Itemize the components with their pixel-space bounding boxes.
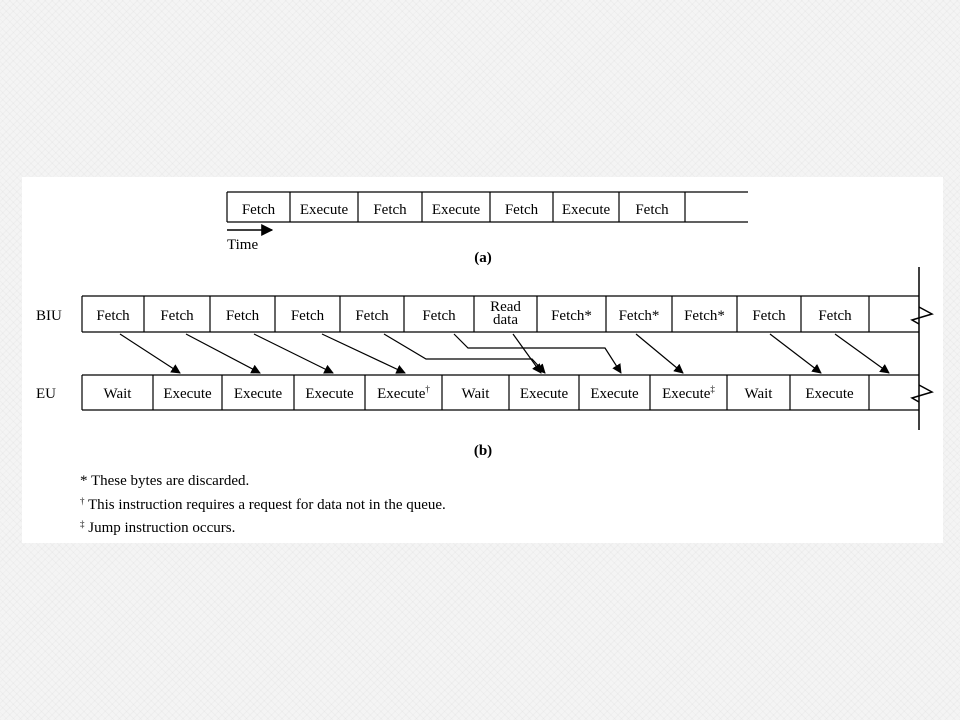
sequential-timeline: Fetch Execute Fetch Execute Fetch Execute Fetc… [226,191,748,223]
queue-transfer-arrow [383,333,546,374]
eu-break-mark [910,384,934,403]
a-cell-fetch: Fetch [373,202,407,218]
biu-cell-fetch: Fetch [291,308,325,324]
eu-cell-execute: Execute [305,386,354,402]
a-cell-fetch: Fetch [635,202,669,218]
queue-transfer-arrow [635,333,684,374]
queue-transfer-arrow [321,333,406,374]
eu-cell-wait: Wait [745,386,774,402]
eu-cell-execute: Execute [163,386,212,402]
time-label: Time [227,237,258,253]
a-cell-execute: Execute [300,202,349,218]
biu-cell-fetch: Fetch [355,308,389,324]
eu-cell-wait: Wait [462,386,491,402]
queue-transfer-arrow [512,333,542,374]
a-cell-execute: Execute [562,202,611,218]
footnotes: * These bytes are discarded. † This instr… [80,473,446,536]
eu-cell-execute: Execute‡ [662,384,715,402]
biu-cell-fetch: Fetch [160,308,194,324]
eu-row-label: EU [36,386,56,402]
queue-transfer-arrow [185,333,261,374]
timeline-break-marks [910,267,934,430]
caption-a: (a) [474,250,492,266]
biu-cell-fetch: Fetch [226,308,260,324]
footnote: † This instruction requires a request fo… [80,496,446,513]
eu-cell-execute: Execute [805,386,854,402]
biu-cell-fetch-discarded: Fetch* [684,308,725,324]
eu-cell-execute: Execute† [377,384,430,402]
a-cell-fetch: Fetch [242,202,276,218]
caption-b: (b) [474,443,492,459]
biu-cell-fetch: Fetch [422,308,456,324]
footnote: ‡ Jump instruction occurs. [80,519,235,536]
queue-transfer-arrow [834,333,890,374]
biu-cell-fetch: Fetch [96,308,130,324]
eu-timeline: Wait Execute Execute Execute Execute† Wait Exe… [81,374,919,411]
biu-row-label: BIU [36,308,62,324]
eu-cell-execute: Execute [234,386,283,402]
eu-cell-execute: Execute [590,386,639,402]
biu-cell-fetch: Fetch [752,308,786,324]
a-cell-fetch: Fetch [505,202,539,218]
queue-transfer-arrow [453,333,622,374]
a-cell-execute: Execute [432,202,481,218]
biu-cell-fetch-discarded: Fetch* [619,308,660,324]
biu-cell-fetch: Fetch [818,308,852,324]
queue-transfer-arrows [119,333,890,374]
queue-transfer-arrow [119,333,181,374]
biu-break-mark [910,306,934,325]
queue-transfer-arrow [769,333,822,374]
footnote: * These bytes are discarded. [80,473,249,489]
eu-cell-execute: Execute [520,386,569,402]
biu-cell-fetch-discarded: Fetch* [551,308,592,324]
queue-transfer-arrow [253,333,334,374]
eu-cell-wait: Wait [104,386,133,402]
